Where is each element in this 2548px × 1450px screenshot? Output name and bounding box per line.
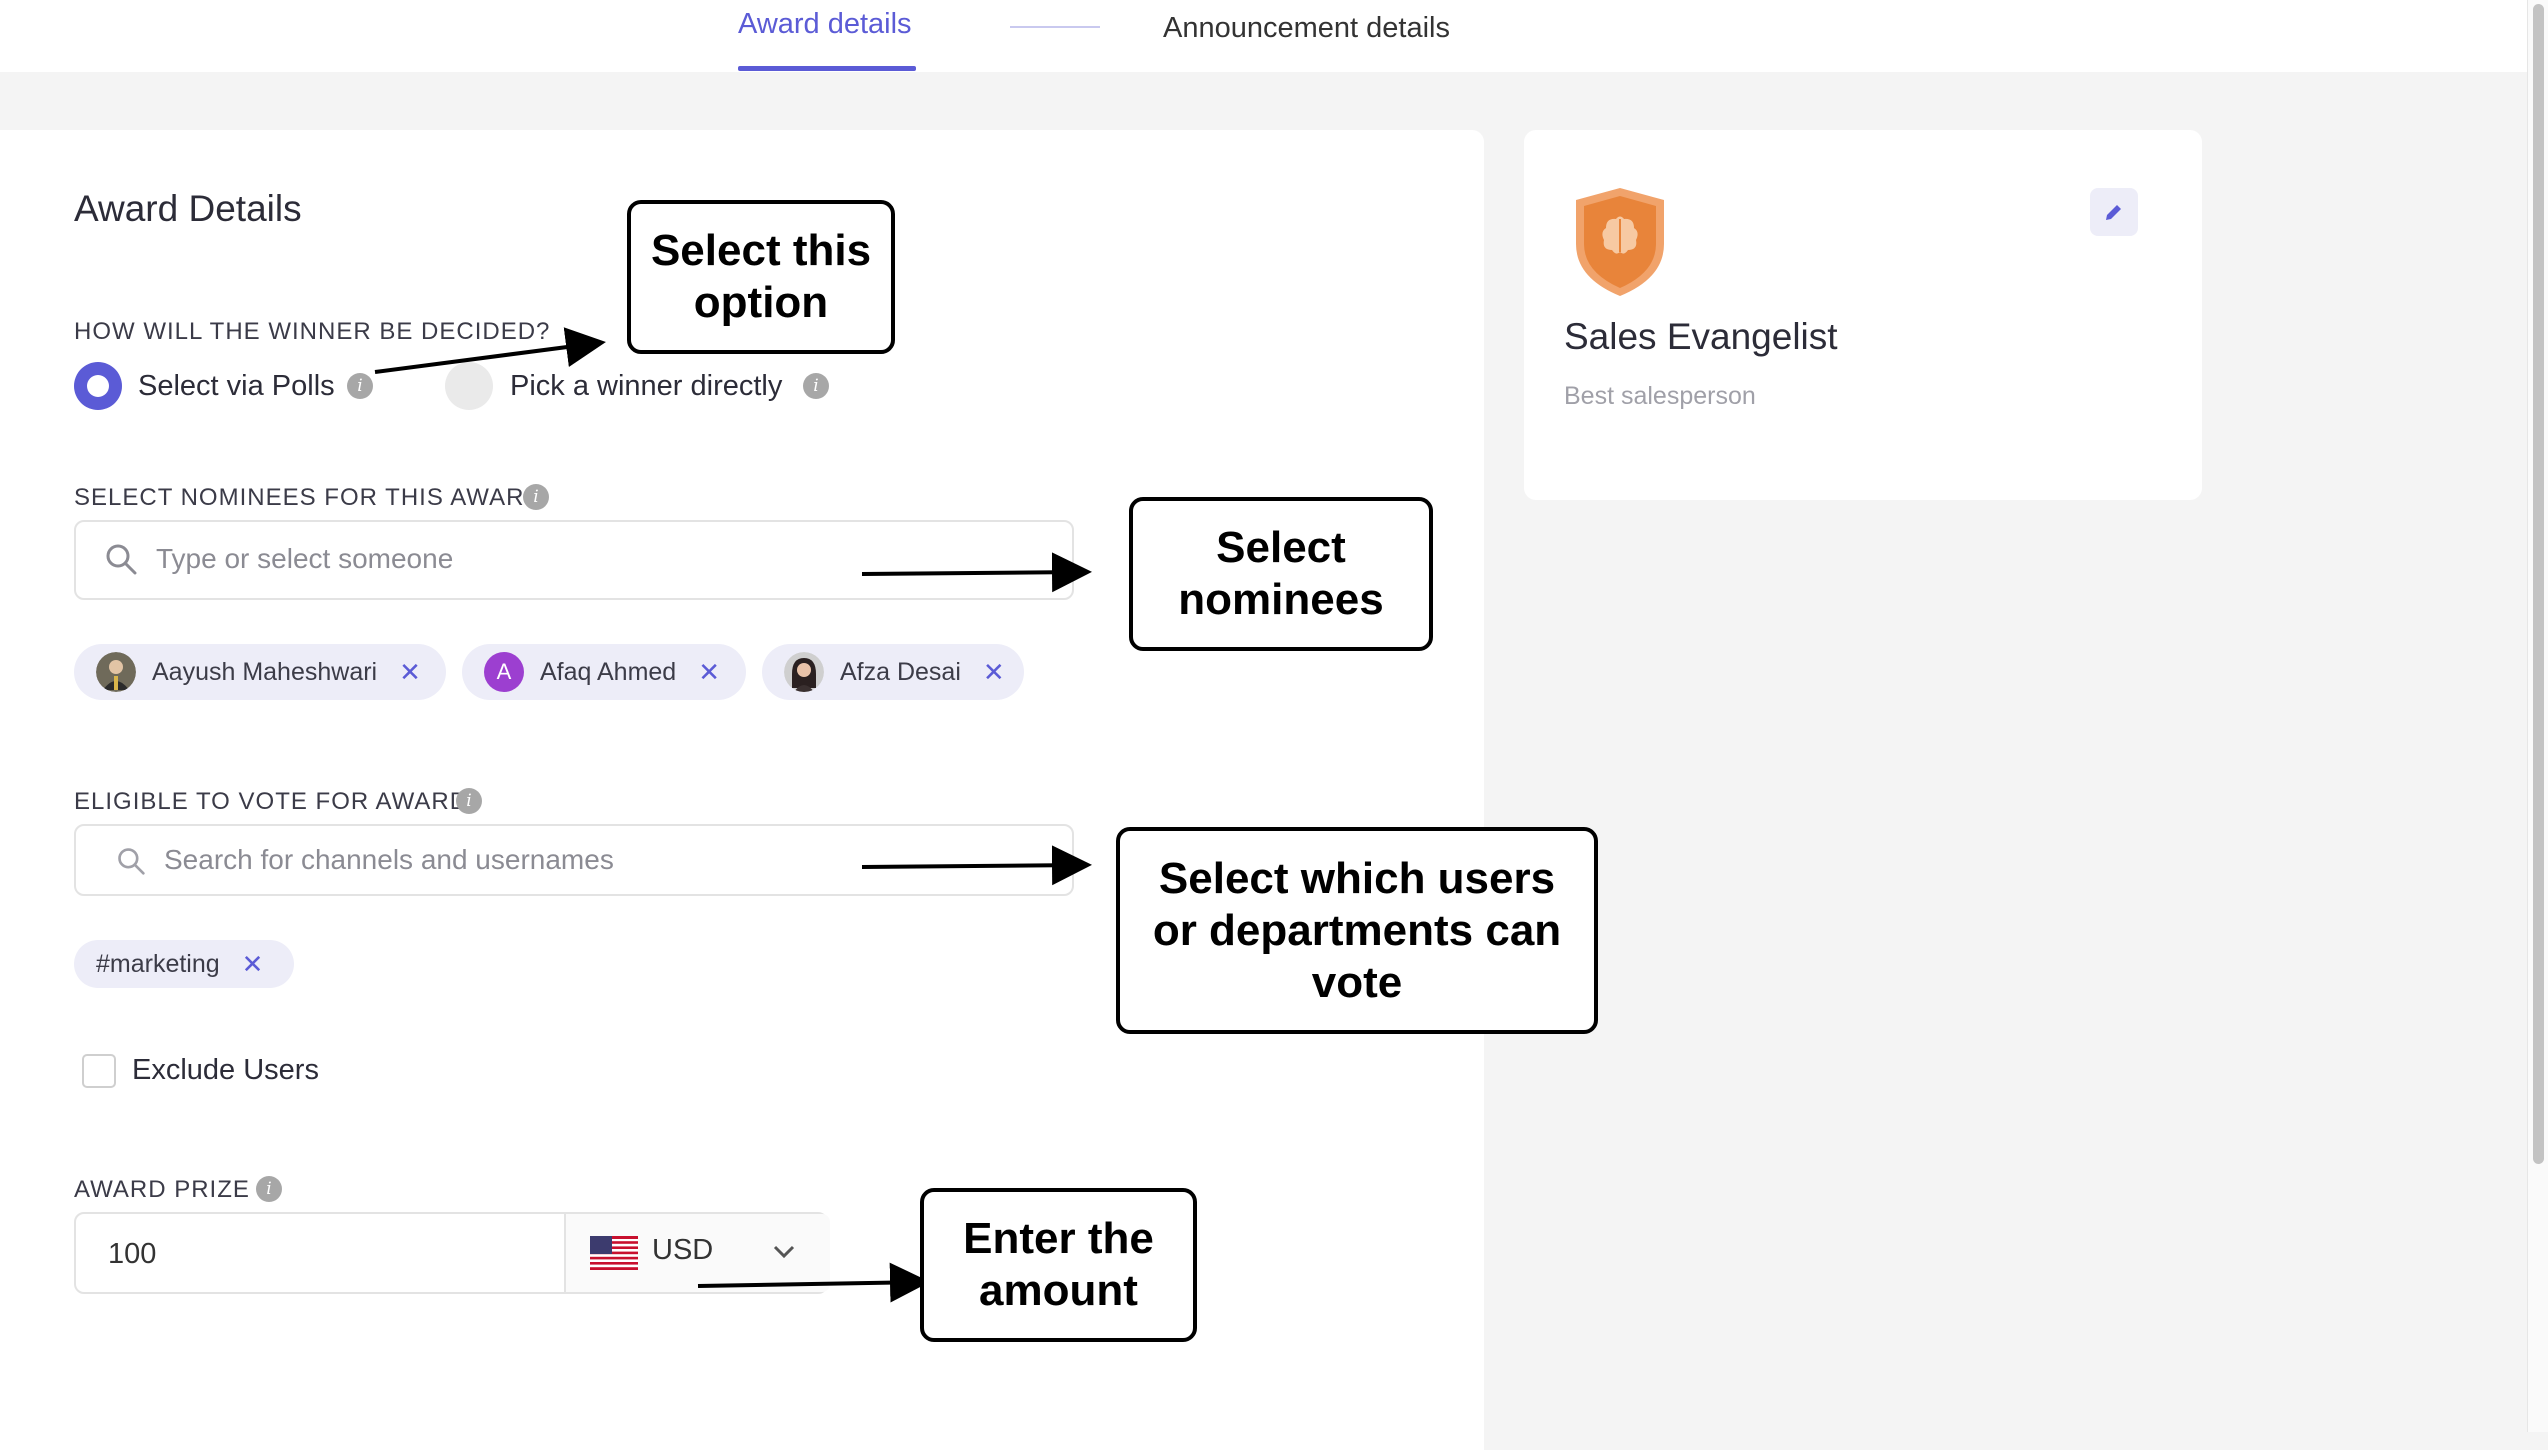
scrollbar-thumb[interactable]: [2533, 4, 2544, 1164]
remove-chip-icon[interactable]: ✕: [399, 656, 421, 687]
winner-question-label: HOW WILL THE WINNER BE DECIDED?: [74, 318, 551, 345]
award-preview-card: Sales Evangelist Best salesperson: [1524, 130, 2202, 500]
edit-award-button[interactable]: [2090, 188, 2138, 236]
avatar: [784, 652, 824, 692]
chevron-down-icon: [773, 1245, 795, 1259]
remove-chip-icon[interactable]: ✕: [241, 948, 264, 979]
callout-select-nominees: Select nominees: [1129, 497, 1433, 651]
voter-chip: #marketing ✕: [74, 940, 294, 988]
active-tab-indicator: [738, 66, 916, 71]
avatar: A: [484, 652, 524, 692]
search-icon: [118, 848, 145, 875]
step-tabs-bar: Award details Announcement details: [0, 0, 2528, 72]
exclude-users-checkbox[interactable]: [82, 1054, 116, 1088]
brain-shield-icon: [1576, 188, 1664, 296]
award-title: Sales Evangelist: [1564, 316, 1838, 357]
us-flag-icon: [590, 1236, 638, 1270]
nominee-name: Aayush Maheshwari: [152, 657, 378, 686]
nominee-chip: Aayush Maheshwari ✕: [74, 644, 446, 700]
search-icon: [106, 544, 137, 575]
radio-select-via-polls[interactable]: [74, 362, 122, 410]
step-connector: [1010, 26, 1100, 28]
radio-pick-winner-directly[interactable]: [445, 362, 493, 410]
remove-chip-icon[interactable]: ✕: [698, 656, 721, 687]
nominee-name: Afaq Ahmed: [540, 657, 677, 686]
exclude-users-label[interactable]: Exclude Users: [132, 1054, 319, 1086]
currency-select[interactable]: USD: [564, 1214, 830, 1292]
info-icon[interactable]: i: [347, 373, 373, 399]
callout-select-voters: Select which users or departments can vo…: [1116, 827, 1598, 1034]
form-heading: Award Details: [74, 188, 302, 229]
prize-label: AWARD PRIZE: [74, 1176, 250, 1203]
page-scrollbar[interactable]: [2527, 0, 2548, 1432]
voters-search-input[interactable]: Search for channels and usernames: [74, 824, 1074, 896]
radio-label-polls[interactable]: Select via Polls: [138, 370, 335, 402]
callout-enter-amount: Enter the amount: [920, 1188, 1197, 1342]
prize-input-group: 100 USD: [74, 1212, 830, 1294]
info-icon[interactable]: i: [256, 1176, 282, 1202]
voters-placeholder: Search for channels and usernames: [164, 844, 614, 875]
avatar: [96, 652, 136, 692]
info-icon[interactable]: i: [803, 373, 829, 399]
award-subtitle: Best salesperson: [1564, 382, 1756, 410]
nominees-placeholder: Type or select someone: [156, 543, 454, 574]
info-icon[interactable]: i: [523, 484, 549, 510]
remove-chip-icon[interactable]: ✕: [982, 656, 1005, 687]
currency-value: USD: [652, 1234, 714, 1266]
tab-award-details[interactable]: Award details: [738, 8, 912, 40]
nominee-chip: Afza Desai ✕: [762, 644, 1024, 700]
nominee-name: Afza Desai: [840, 657, 961, 686]
pencil-icon: [2106, 205, 2121, 220]
nominees-label: SELECT NOMINEES FOR THIS AWARD: [74, 484, 543, 511]
info-icon[interactable]: i: [456, 788, 482, 814]
nominee-chip: A Afaq Ahmed ✕: [462, 644, 746, 700]
nominees-search-input[interactable]: Type or select someone: [74, 520, 1074, 600]
tab-announcement-details[interactable]: Announcement details: [1163, 12, 1450, 44]
prize-amount-input[interactable]: 100: [108, 1238, 157, 1270]
radio-label-pick-directly[interactable]: Pick a winner directly: [510, 370, 783, 402]
callout-select-option: Select this option: [627, 200, 895, 354]
channel-name: #marketing: [96, 949, 220, 978]
voters-label: ELIGIBLE TO VOTE FOR AWARD: [74, 788, 469, 815]
